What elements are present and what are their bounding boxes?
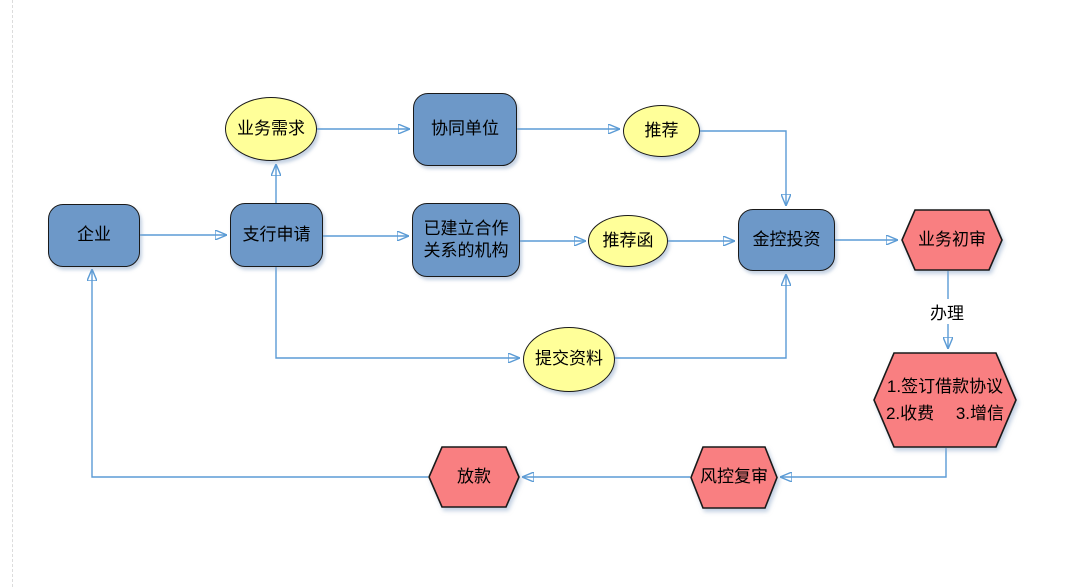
node-initial-review: 业务初审 [901,209,1003,271]
sign-agreement-line2: 2.收费 3.增信 [885,404,1005,423]
node-submit-materials-label: 提交资料 [535,349,603,369]
node-recommendation-letter-label: 推荐函 [602,230,654,250]
node-sign-agreement: 1.签订借款协议 2.收费 3.增信 [873,352,1017,448]
node-recommend: 推荐 [623,105,700,157]
connector-tijiao-to-jinkong [615,274,786,359]
node-business-demand-label: 业务需求 [237,118,305,138]
node-cooperative-unit-label: 协同单位 [431,119,499,139]
node-initial-review-label: 业务初审 [918,229,986,249]
node-branch-application-label: 支行申请 [242,224,311,244]
node-loan-disbursement-label: 放款 [457,466,491,486]
connector-tuijian-to-jinkong [700,130,786,206]
node-risk-review: 风控复审 [690,446,778,509]
node-loan-disbursement: 放款 [428,446,520,508]
hexagon-shape [690,446,778,509]
hexagon-shape [873,352,1017,448]
node-branch-application: 支行申请 [230,203,323,267]
node-submit-materials: 提交资料 [523,327,615,392]
connector-zhihang-to-tijiao [275,267,520,358]
node-enterprise: 企业 [48,204,140,267]
node-jinkong-investment: 金控投资 [738,209,835,271]
node-enterprise-label: 企业 [77,225,111,245]
node-recommendation-letter: 推荐函 [588,215,668,267]
page-margin-guide [12,0,13,587]
node-sign-agreement-label: 1.签订借款协议 2.收费 3.增信 [886,373,1004,427]
node-business-demand: 业务需求 [225,97,317,161]
sign-agreement-line1: 1.签订借款协议 [886,377,1004,396]
node-cooperative-unit: 协同单位 [413,93,517,166]
connector-qianding-to-fengkong [780,448,947,477]
connector-fangkuan-to-qiye [92,269,428,478]
node-established-partners-label: 已建立合作关系的机构 [423,218,509,260]
edge-label-process: 办理 [927,299,967,324]
hexagon-shape [428,446,520,508]
node-recommend-label: 推荐 [644,120,679,140]
hexagon-shape [901,209,1003,271]
node-established-partners: 已建立合作关系的机构 [412,203,520,277]
node-risk-review-label: 风控复审 [700,467,768,487]
node-jinkong-investment-label: 金控投资 [752,229,821,249]
